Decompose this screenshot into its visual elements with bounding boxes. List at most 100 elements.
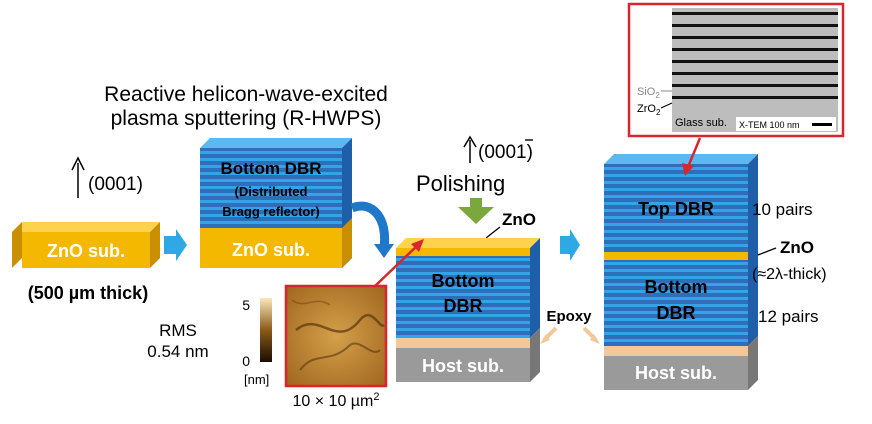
tem-scale-bar	[812, 123, 832, 126]
zno-sub-label-2: ZnO sub.	[232, 240, 310, 260]
afm-image	[284, 284, 388, 388]
dbr-layer	[604, 223, 748, 226]
dbr-layer	[604, 269, 748, 272]
dbr-layer	[604, 325, 748, 328]
afm-unit: [nm]	[244, 372, 269, 387]
final-zno-label: ZnO	[780, 238, 814, 257]
dbr-layer	[604, 237, 748, 240]
dbr-layer	[604, 332, 748, 335]
tem-layer	[672, 84, 838, 87]
dbr-layer	[200, 172, 342, 175]
dbr-layer	[604, 297, 748, 300]
tem-inset: SiO2 ZrO2 Glass sub. X-TEM 100 nm	[627, 2, 845, 138]
flipped-structure: Bottom DBR Host sub.	[396, 238, 540, 382]
up-arrowhead-icon-2	[463, 135, 477, 148]
dbr-layer	[396, 335, 530, 338]
rms-value: 0.54 nm	[147, 342, 208, 361]
zro2-label: ZrO2	[637, 103, 661, 117]
dbr-layer	[200, 193, 342, 196]
tem-layer	[672, 60, 838, 63]
dbr-layer	[604, 181, 748, 184]
dbr-layer	[604, 174, 748, 177]
tem-layer	[672, 24, 838, 27]
dbr-layer	[200, 214, 342, 217]
afm-scale-max: 5	[242, 297, 250, 313]
dbr-layer	[396, 286, 530, 289]
dbr-layer	[200, 207, 342, 210]
top-dbr-label: Top DBR	[638, 199, 714, 219]
orientation-0001-label: (0001)	[88, 174, 143, 195]
bottom-dbr-title: Bottom DBR	[220, 159, 321, 178]
dbr-layer	[200, 186, 342, 189]
dbr-layer	[396, 272, 530, 275]
dbr-full-name-2: Bragg reflector)	[222, 204, 320, 219]
polishing-arrow-icon	[458, 198, 494, 224]
dbr-layer	[604, 283, 748, 286]
dbr-layer	[200, 165, 342, 168]
tem-layer	[672, 36, 838, 39]
tem-pointer	[686, 137, 702, 168]
zno-pointer-label: ZnO	[502, 210, 536, 229]
dbr-layer	[396, 300, 530, 303]
glass-sub-label: Glass sub.	[675, 117, 727, 129]
dbr-layer	[396, 314, 530, 317]
flip-arrow-icon	[350, 201, 390, 249]
zno-sub-label: ZnO sub.	[47, 241, 125, 261]
dbr-layer	[604, 339, 748, 342]
bottom-dbr-label-2: DBR	[444, 296, 483, 316]
afm-pointer	[373, 242, 421, 288]
dbr-layer	[396, 293, 530, 296]
orientation-0001: (0001)	[71, 156, 143, 198]
tem-layer	[672, 96, 838, 99]
tem-layer	[672, 48, 838, 51]
host-sub-label: Host sub.	[422, 356, 504, 376]
dbr-layer	[604, 195, 748, 198]
overbar-digit: 1	[516, 142, 527, 163]
dbr-layer	[396, 258, 530, 261]
dbr-layer	[604, 290, 748, 293]
bottom-dbr-label-1: Bottom	[432, 271, 495, 291]
dbr-layer	[604, 230, 748, 233]
orientation-000-1-label: (0001)	[478, 142, 533, 163]
dbr-layer	[396, 321, 530, 324]
zno-pointer-arrow	[485, 226, 501, 239]
zno-substrate: ZnO sub.	[12, 222, 160, 268]
dbr-layer	[604, 216, 748, 219]
tem-layer	[672, 12, 838, 15]
tem-scale-label: X-TEM 100 nm	[739, 120, 800, 130]
final-zno-pointer	[757, 247, 777, 256]
epoxy-label: Epoxy	[546, 308, 592, 325]
tem-layer	[672, 72, 838, 75]
final-structure: Top DBR Bottom DBR Host sub.	[604, 154, 758, 390]
final-bottom-label-2: DBR	[657, 303, 696, 323]
dbr-layer	[604, 304, 748, 307]
method-title-line2: plasma sputtering (R-HWPS)	[111, 107, 382, 130]
afm-scan-size: 10 × 10 µm2	[293, 391, 380, 410]
dbr-layer	[604, 188, 748, 191]
dbr-full-name-1: (Distributed	[235, 184, 308, 199]
afm-colorbar	[260, 298, 272, 362]
final-bottom-label-1: Bottom	[645, 277, 708, 297]
orientation-000-1: (0001)	[463, 135, 533, 163]
zno-thickness-note: (≈2λ-thick)	[752, 266, 827, 283]
dbr-layer	[604, 244, 748, 247]
dbr-layer	[396, 279, 530, 282]
dbr-layer	[604, 167, 748, 170]
process-arrow-2	[560, 229, 580, 261]
dbr-layer	[396, 265, 530, 268]
zno-thickness: (500 µm thick)	[28, 283, 148, 303]
dbr-layer	[200, 200, 342, 203]
dbr-layer	[396, 328, 530, 331]
sio2-label: SiO2	[637, 86, 660, 100]
dbr-layer	[200, 221, 342, 224]
dbr-layer	[604, 318, 748, 321]
dbr-layer	[604, 276, 748, 279]
up-arrowhead-icon	[71, 156, 85, 171]
flip-arrowhead-icon	[374, 244, 394, 258]
final-host-label: Host sub.	[635, 363, 717, 383]
dbr-layer	[200, 158, 342, 161]
top-pairs: 10 pairs	[752, 200, 812, 219]
dbr-layer	[604, 209, 748, 212]
dbr-layer	[604, 202, 748, 205]
